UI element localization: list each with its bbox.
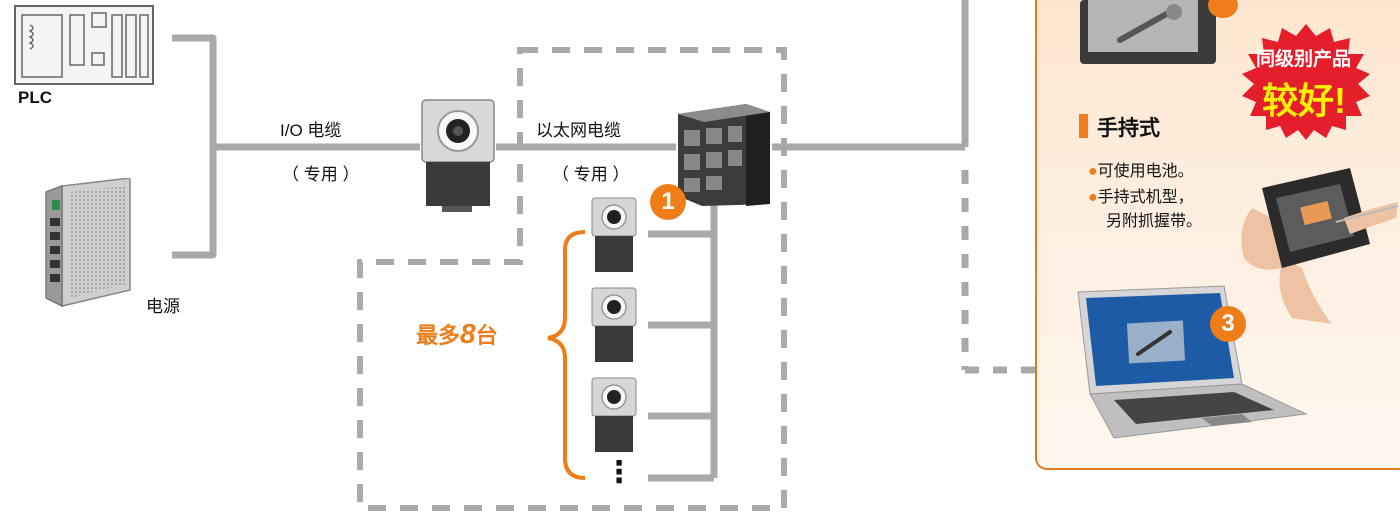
power-supply-icon <box>45 178 131 308</box>
io-cable-note: （ 专用 ） <box>282 165 360 184</box>
badge-line2: 较好! <box>1262 80 1346 121</box>
handheld-bullet-2: ●手持式机型， <box>1088 183 1194 207</box>
max-units-label: 最多8台 <box>416 318 498 350</box>
camera-unit-2-icon <box>591 287 637 362</box>
handheld-title: 手持式 <box>1097 117 1160 140</box>
handheld-bullet-2-text: 手持式机型， <box>1097 189 1194 206</box>
handheld-bullet-2-cont: 另附抓握带。 <box>1106 213 1203 230</box>
ethernet-cable-label: 以太网电缆 <box>536 121 621 140</box>
bullet-dot-icon: ● <box>1088 163 1098 180</box>
camera-unit-3-icon <box>591 377 637 452</box>
step-marker-1: 1 <box>650 184 686 220</box>
starburst-badge-icon <box>1242 24 1370 140</box>
laptop-pc-icon <box>1077 285 1308 439</box>
badge-line1: 同级别产品 <box>1256 49 1352 70</box>
power-label: 电源 <box>146 297 180 316</box>
plc-label: PLC <box>18 88 52 107</box>
vision-sensor-camera-icon <box>421 99 495 212</box>
handheld-bullet-1: ●可使用电池。 <box>1088 157 1194 181</box>
io-cable-label: I/O 电缆 <box>280 121 342 140</box>
ethernet-switch-icon <box>678 104 770 206</box>
camera-unit-1-icon <box>591 197 637 272</box>
handheld-bullet-1-text: 可使用电池。 <box>1097 163 1194 180</box>
touch-monitor-icon <box>1080 0 1216 64</box>
max-units-prefix: 最多 <box>416 323 461 348</box>
ethernet-cable-note: （ 专用 ） <box>552 165 630 184</box>
max-units-number: 8 <box>460 318 476 349</box>
handheld-controller-icon <box>1241 168 1399 324</box>
step-marker-3: 3 <box>1210 306 1246 342</box>
handheld-title-marker <box>1079 114 1088 138</box>
bullet-dot-icon: ● <box>1088 189 1098 206</box>
more-cameras-ellipsis: ⋮ <box>604 456 634 489</box>
max-units-suffix: 台 <box>475 323 498 348</box>
step-marker-2-partial <box>1208 0 1238 18</box>
plc-device-icon <box>14 5 154 85</box>
